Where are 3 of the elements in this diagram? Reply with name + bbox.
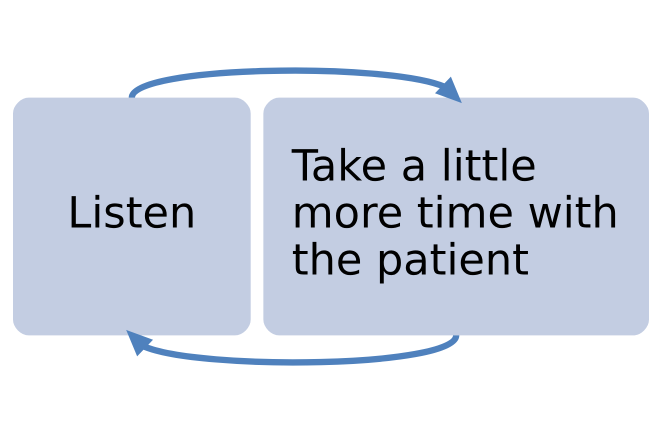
arrow [129, 67, 462, 103]
node-box: Listen [13, 97, 251, 335]
node-box: Take a little more time with the patient [263, 97, 649, 335]
